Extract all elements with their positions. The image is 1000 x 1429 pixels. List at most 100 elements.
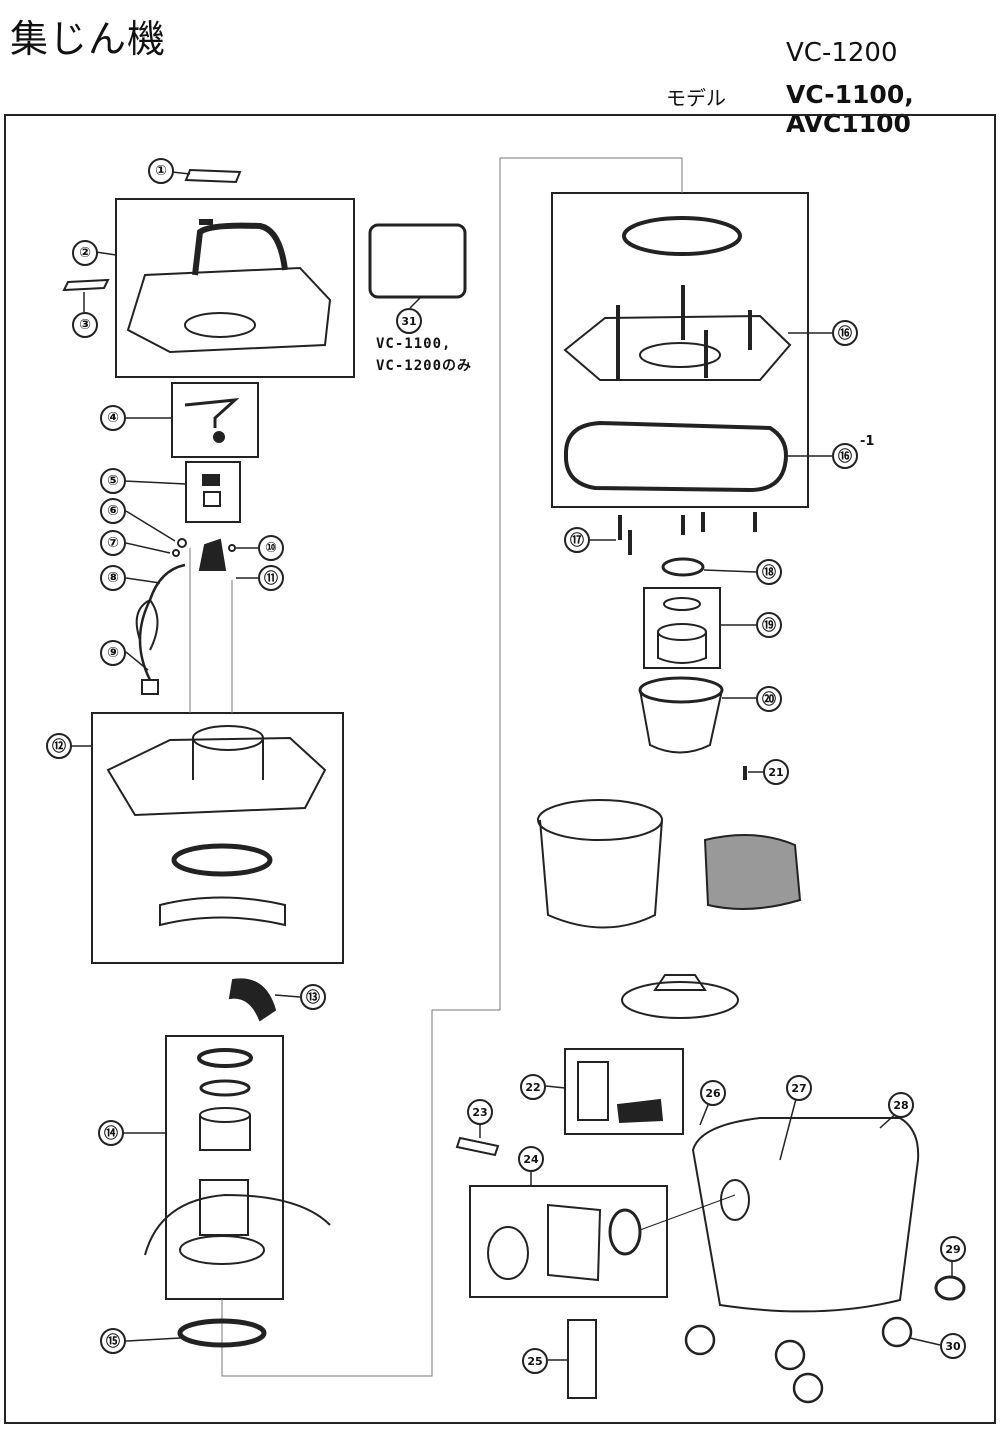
part-14-motor-base — [179, 1235, 265, 1265]
group-box-16 — [551, 192, 809, 508]
part-11-switch-box — [198, 538, 227, 571]
part-1-label-plate — [184, 168, 242, 184]
part-30-caster — [881, 1316, 913, 1348]
leader-5 — [123, 480, 187, 485]
assembly-path-line — [221, 157, 683, 1377]
caster-3 — [792, 1372, 824, 1404]
caster-2 — [774, 1339, 806, 1371]
part-5-knob — [202, 474, 220, 486]
leader-8 — [125, 577, 161, 584]
filter-base — [621, 981, 739, 1019]
group-box-2 — [115, 198, 355, 378]
part-31-filter-panel — [368, 223, 467, 299]
leader-30 — [909, 1337, 941, 1346]
callout-1: ① — [148, 158, 174, 184]
part-4-screw — [213, 431, 225, 443]
model-label: モデル — [666, 86, 726, 110]
callout-2: ② — [72, 240, 98, 266]
callout-9: ⑨ — [100, 640, 126, 666]
part-28-inlet-hole — [720, 1179, 750, 1221]
callout-3: ③ — [72, 312, 98, 338]
part-14-fan-top — [199, 1107, 251, 1123]
page-title: 集じん機 — [10, 17, 167, 61]
part-24-hose-inlet — [487, 1226, 529, 1280]
part-9-cord-coil — [135, 598, 159, 651]
callout-26: 26 — [700, 1080, 726, 1106]
part-14-ring-1 — [197, 1048, 253, 1068]
part-23-label — [455, 1136, 500, 1157]
callout-5: ⑤ — [100, 468, 126, 494]
callout-27: 27 — [786, 1075, 812, 1101]
callout-31: 31 — [396, 308, 422, 334]
part-25-label — [567, 1319, 597, 1399]
callout-6: ⑥ — [100, 498, 126, 524]
leader-22 — [545, 1085, 566, 1089]
part-12-motor-housing — [106, 736, 327, 817]
filter-bag — [703, 834, 802, 910]
leader-1 — [171, 171, 191, 175]
callout-24: 24 — [518, 1146, 544, 1172]
callout-7: ⑦ — [100, 530, 126, 556]
part-12-column — [192, 738, 264, 780]
callout-21: 21 — [763, 759, 789, 785]
part-29-plug — [934, 1275, 966, 1301]
callout-16: ⑯ — [832, 320, 858, 346]
group-box-22 — [564, 1048, 684, 1135]
part-22-latch — [616, 1098, 664, 1124]
part-8-cord-bushing — [138, 563, 186, 681]
callout-13: ⑬ — [300, 984, 326, 1010]
part-2-opening — [184, 312, 256, 338]
part-24-ring — [608, 1208, 642, 1256]
pleated-filter-top — [537, 799, 663, 841]
part-18-cap — [661, 557, 705, 577]
diagram-frame — [4, 114, 996, 1424]
part-3-label — [62, 278, 110, 292]
callout-15: ⑮ — [100, 1328, 126, 1354]
note-31-line-1: VC-1100, — [376, 336, 452, 352]
part-20-cage — [639, 689, 723, 754]
group-box-24 — [469, 1185, 668, 1298]
group-box-12 — [91, 712, 344, 964]
part-12-band — [159, 896, 286, 927]
part-19-disk — [663, 597, 701, 611]
callout-29: 29 — [940, 1236, 966, 1262]
part-12-gasket — [171, 843, 273, 877]
leader-7 — [125, 542, 171, 554]
leader-2 — [95, 251, 117, 256]
model-line-2: VC-1100, AVC1100 — [786, 80, 914, 138]
filter-base-hub — [653, 974, 707, 991]
part-10-screw — [228, 544, 236, 552]
part-19-filter-top — [657, 623, 707, 641]
part-4-latch — [184, 398, 240, 428]
callout-18: ⑱ — [756, 559, 782, 585]
callout-20: ⑳ — [756, 686, 782, 712]
part-28-tank — [691, 1117, 920, 1313]
leader-31 — [409, 297, 421, 309]
group-box-4 — [171, 382, 259, 458]
part-22-plate — [577, 1061, 609, 1121]
callout-10: ⑩ — [258, 535, 284, 561]
caster-1 — [684, 1324, 716, 1356]
callout-19: ⑲ — [756, 612, 782, 638]
part-16-band — [622, 216, 742, 256]
part-6-screw — [177, 538, 187, 548]
inlet-guide-line — [639, 1194, 736, 1231]
part-14-ring-2 — [199, 1079, 251, 1097]
superscript-16-1: -1 — [860, 434, 875, 449]
part-5-switch — [203, 491, 221, 507]
callout-11: ⑪ — [258, 565, 284, 591]
callout-30: 30 — [940, 1333, 966, 1359]
part-20-cage-top — [638, 676, 724, 704]
leader-15 — [125, 1337, 181, 1342]
part-14-motor — [199, 1179, 249, 1236]
pleated-filter — [539, 819, 663, 929]
group-box-19 — [643, 587, 721, 669]
callout-12: ⑫ — [46, 733, 72, 759]
group-box-14 — [165, 1035, 284, 1300]
callout-17: ⑰ — [564, 527, 590, 553]
part-15-seal — [177, 1318, 267, 1348]
callout-14: ⑭ — [98, 1120, 124, 1146]
part-16-1-gasket — [563, 420, 788, 493]
callout-28: 28 — [888, 1092, 914, 1118]
